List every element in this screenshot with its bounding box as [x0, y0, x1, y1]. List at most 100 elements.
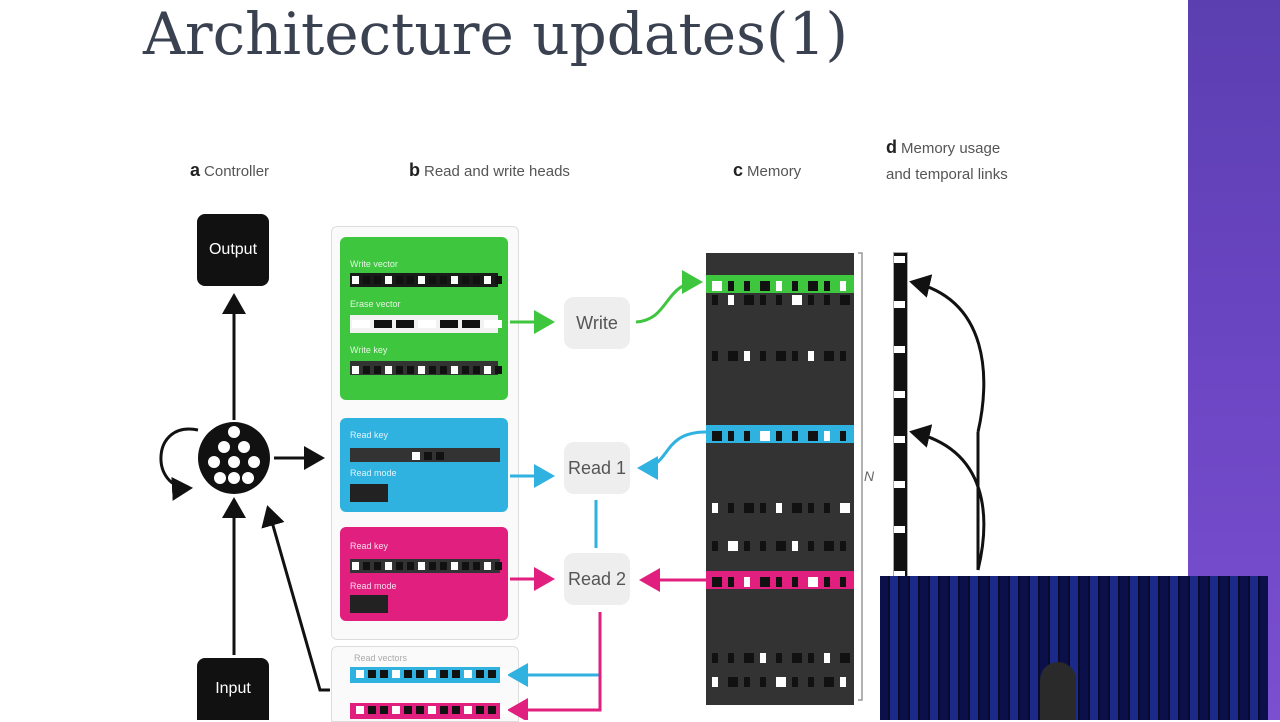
write-key-cell: [462, 366, 469, 374]
memory-size-label: N: [864, 468, 875, 484]
read-vector-2-cell: [368, 706, 376, 714]
memory-cell: [792, 677, 798, 687]
usage-cell: [894, 541, 905, 548]
write-key-cell: [385, 366, 392, 374]
write-vector-cell: [451, 276, 458, 284]
read-key-2-cell: [451, 562, 458, 570]
usage-cell: [894, 361, 905, 368]
read-vector-2-cell: [464, 706, 472, 714]
memory-cell: [840, 653, 850, 663]
memory-cell: [792, 541, 798, 551]
read-key-2-cell: [429, 562, 436, 570]
read-vector-2-cell: [500, 706, 508, 714]
curtain-stripe: [1060, 576, 1068, 720]
curtain-stripe: [1170, 576, 1178, 720]
erase-vector-cell: [440, 320, 458, 328]
read-key-2-cell: [440, 562, 447, 570]
curtain-stripe: [1180, 576, 1188, 720]
write-key-label: Write key: [350, 345, 388, 355]
write-vector-cell: [418, 276, 425, 284]
memory-cell: [760, 295, 766, 305]
memory-cell: [728, 431, 734, 441]
read-mode-1-label: Read mode: [350, 468, 397, 478]
curtain-stripe: [1080, 576, 1088, 720]
section-a-letter: a: [190, 160, 201, 180]
memory-cell: [712, 653, 718, 663]
read-key-1-cell: [424, 452, 432, 460]
memory-cell: [760, 351, 766, 361]
erase-vector-cell: [484, 320, 502, 328]
curtain-stripe: [950, 576, 958, 720]
network-node: [248, 456, 260, 468]
output-block: Output: [197, 214, 269, 286]
read-vector-1-cell: [416, 670, 424, 678]
memory-cell: [744, 295, 754, 305]
memory-cell: [728, 677, 738, 687]
memory-cell: [792, 351, 798, 361]
usage-cell: [894, 571, 905, 578]
memory-cell: [776, 653, 782, 663]
temporal-link-2: [909, 424, 986, 571]
curtain-stripe: [1020, 576, 1028, 720]
usage-cell: [894, 481, 905, 488]
memory-cell: [840, 281, 846, 291]
network-node: [242, 472, 254, 484]
memory-cell: [840, 677, 846, 687]
memory-cell: [712, 677, 718, 687]
read-key-1-label: Read key: [350, 430, 389, 440]
network-node: [228, 472, 240, 484]
memory-cell: [776, 503, 782, 513]
read-key-2-cell: [484, 562, 491, 570]
usage-cell: [894, 346, 905, 353]
memory-cell: [744, 281, 750, 291]
network-node: [208, 456, 220, 468]
memory-cell: [808, 281, 818, 291]
usage-cell: [894, 556, 905, 563]
memory-cell: [712, 281, 722, 291]
read-vector-2-cell: [476, 706, 484, 714]
usage-cell: [894, 436, 905, 443]
memory-cell: [776, 677, 786, 687]
read-vector-2-cell: [488, 706, 496, 714]
memory-cell: [776, 431, 782, 441]
usage-cell: [894, 466, 905, 473]
memory-cell: [744, 577, 750, 587]
section-c-text: Memory: [747, 163, 802, 180]
write-key-cell: [451, 366, 458, 374]
usage-cell: [894, 391, 905, 398]
memory-cell: [776, 351, 786, 361]
presenter-video: [880, 576, 1268, 720]
erase-vector-cell: [352, 320, 370, 328]
memory-cell: [792, 295, 802, 305]
curtain-stripe: [1150, 576, 1158, 720]
read-mode-2: [350, 595, 388, 613]
memory-cell: [776, 281, 782, 291]
memory-cell: [776, 295, 782, 305]
erase-vector-cell: [396, 320, 414, 328]
curtain-stripe: [1160, 576, 1168, 720]
read-key-2-cell: [495, 562, 502, 570]
curtain-stripe: [1070, 576, 1078, 720]
memory-cell: [712, 431, 722, 441]
memory-size-bracket: [858, 252, 863, 701]
curtain-stripe: [960, 576, 968, 720]
memory-cell: [712, 577, 722, 587]
curtain-stripe: [930, 576, 938, 720]
network-node: [228, 426, 240, 438]
memory-cell: [792, 653, 802, 663]
arrow-memory-to-read-1: [637, 430, 707, 480]
usage-cell: [894, 286, 905, 293]
curtain-stripe: [1090, 576, 1098, 720]
memory-cell: [744, 351, 750, 361]
write-key-cell: [440, 366, 447, 374]
read-key-2-cell: [462, 562, 469, 570]
input-label: Input: [215, 680, 251, 697]
memory-cell: [744, 431, 750, 441]
write-vector-cell: [473, 276, 480, 284]
read-vector-1-cell: [356, 670, 364, 678]
section-a-text: Controller: [204, 163, 270, 180]
curtain-stripe: [890, 576, 898, 720]
